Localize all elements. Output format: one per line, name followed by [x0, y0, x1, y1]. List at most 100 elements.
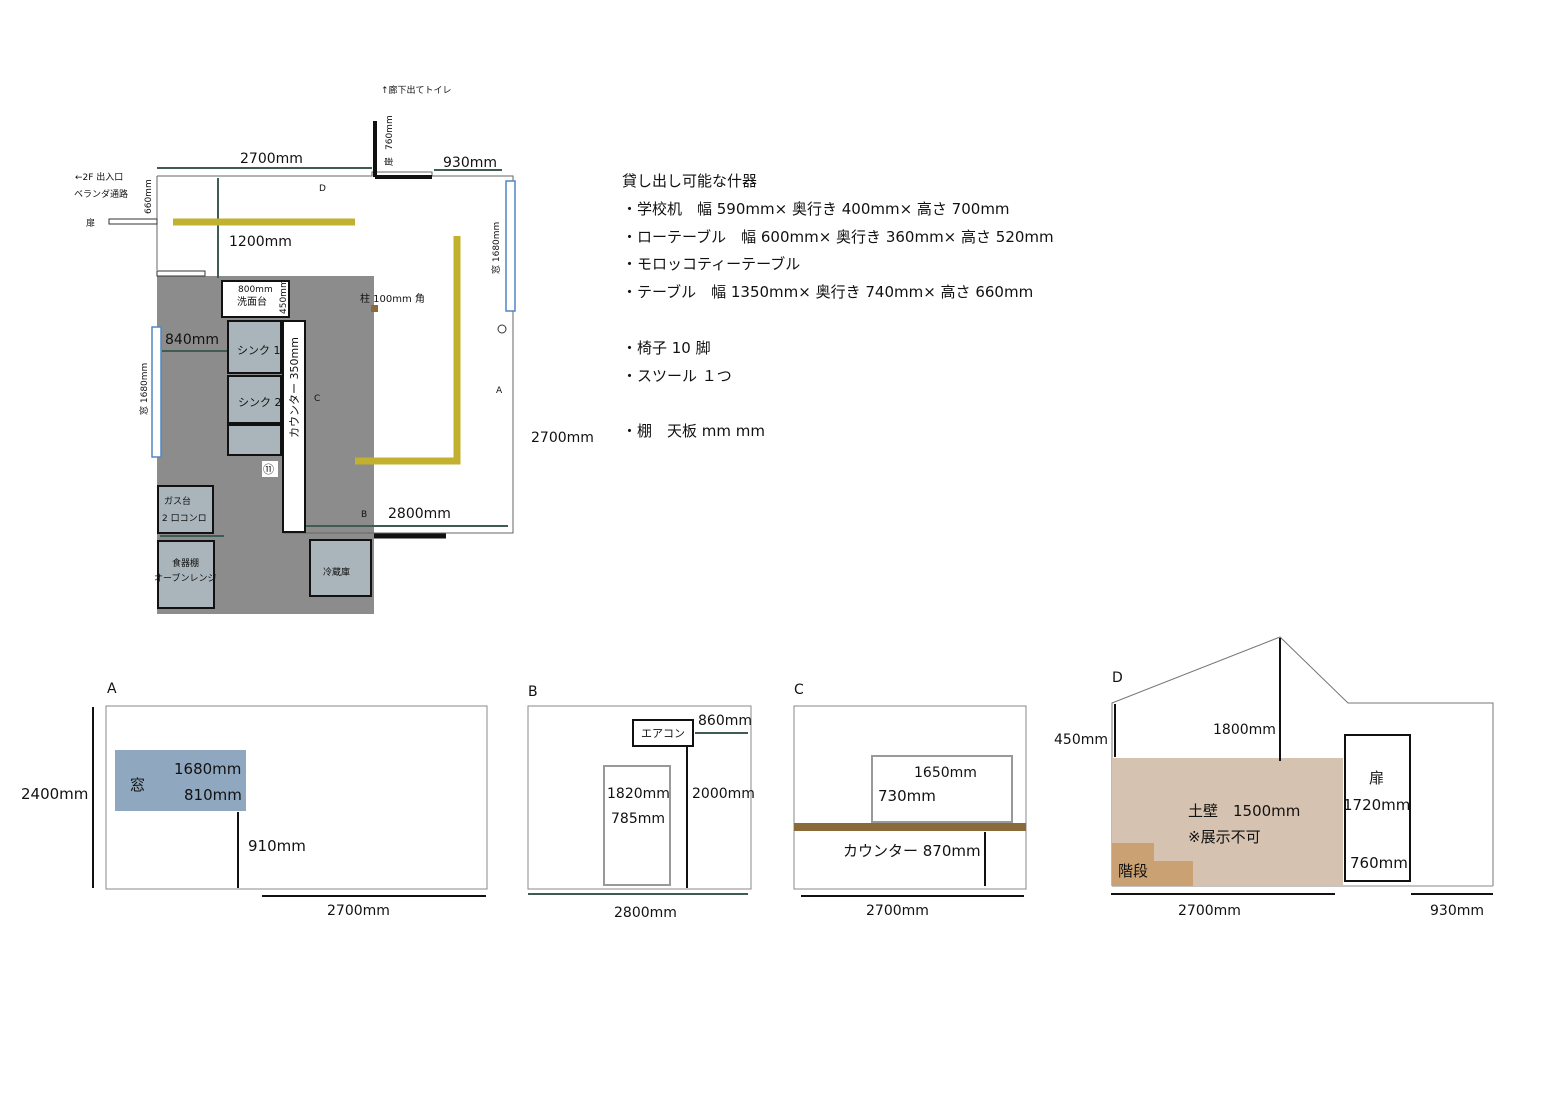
rental-item-spacer	[622, 390, 1054, 418]
door-d-label: 扉	[1369, 769, 1384, 787]
cupboard-label-2: オーブンレンジ	[154, 572, 216, 584]
right-width-d: 930mm	[1430, 903, 1484, 919]
door-swing-icon	[497, 324, 507, 334]
cupboard-label-1: 食器棚	[172, 557, 199, 569]
aircon-width: 860mm	[698, 713, 752, 729]
floor-plan: ↑廊下出てトイレ 2700mm 760mm 扉 930mm ←2F 出入口 ベラ…	[74, 84, 594, 614]
counter	[282, 320, 306, 533]
width-b: 2800mm	[614, 905, 677, 921]
left-window	[151, 326, 162, 458]
rental-list-title: 貸し出し可能な什器	[622, 172, 758, 190]
rental-item: ・学校机 幅 590mm× 奥行き 400mm× 高さ 700mm	[622, 199, 1010, 218]
hall-door-label: 扉	[383, 157, 395, 166]
entrance-door-label: 扉	[86, 217, 95, 229]
elevation-a: A 2400mm 窓 1680mm 810mm 910mm 2700mm	[21, 681, 488, 919]
gas-stove	[157, 485, 214, 534]
label-b: B	[528, 684, 538, 700]
washstand-label: 洗面台	[237, 295, 267, 308]
right-window	[505, 180, 516, 312]
panel-width: 1650mm	[914, 765, 977, 781]
top-height: 450mm	[1054, 732, 1108, 748]
ridge-height: 1800mm	[1213, 722, 1276, 738]
counter-label: カウンター 350mm	[288, 337, 301, 438]
panel-c	[871, 755, 1013, 823]
door-b-width: 785mm	[611, 811, 665, 827]
rental-item: ・ローテーブル 幅 600mm× 奥行き 360mm× 高さ 520mm	[622, 227, 1054, 246]
label-a-plan: A	[496, 386, 503, 396]
window-a-width: 1680mm	[174, 760, 241, 778]
top-right-length: 930mm	[443, 155, 497, 171]
washstand	[221, 280, 290, 318]
rental-item: ・椅子 10 脚	[622, 338, 711, 357]
sill-height-a: 910mm	[248, 837, 306, 855]
left-window-label: 窓 1680mm	[138, 363, 150, 415]
top-wall-length: 2700mm	[240, 151, 303, 167]
right-window-label: 窓 1680mm	[490, 222, 502, 274]
width-d: 2700mm	[1178, 903, 1241, 919]
entrance-door	[108, 218, 158, 225]
label-d: D	[1112, 670, 1123, 686]
label-b-plan: B	[361, 510, 367, 520]
gas-label-2: 2 口コンロ	[162, 514, 207, 524]
sink-2	[227, 375, 282, 424]
toilet-note: ↑廊下出てトイレ	[381, 84, 452, 96]
outlet	[262, 461, 278, 477]
sink-3	[227, 424, 282, 456]
fridge	[309, 539, 372, 597]
elevation-d: D 450mm 1800mm 土壁 1500mm ※展示不可 階段 扉 1720…	[1054, 636, 1494, 919]
panel-height: 730mm	[878, 787, 936, 805]
door-b	[603, 765, 671, 886]
wall-d-outline	[1111, 636, 1494, 886]
rental-item: ・モロッコティーテーブル	[622, 255, 801, 274]
aircon-height: 2000mm	[692, 786, 755, 802]
room-outline	[157, 171, 514, 534]
right-wall-length: 2700mm	[531, 430, 594, 446]
height-a: 2400mm	[21, 785, 88, 803]
counter-top-c	[794, 823, 1026, 831]
window-a	[115, 750, 246, 811]
gas-label-1: ガス台	[164, 495, 191, 507]
rental-item: ・テーブル 幅 1350mm× 奥行き 740mm× 高さ 660mm	[622, 283, 1034, 302]
elevation-b: B エアコン 860mm 1820mm 785mm 2000mm 2800mm	[527, 684, 755, 921]
kitchen-width: 840mm	[165, 332, 219, 348]
label-c-plan: C	[314, 394, 320, 404]
sink-1-label: シンク 1	[237, 344, 281, 357]
cupboard	[157, 540, 215, 609]
width-c: 2700mm	[866, 903, 929, 919]
hall-width: 760mm	[385, 115, 395, 150]
stairs	[1112, 843, 1193, 886]
sink-2-label: シンク 2	[238, 396, 282, 409]
bottom-wall-length: 2800mm	[388, 506, 451, 522]
outlet-icon: ⑪	[263, 463, 274, 476]
door-d-width: 760mm	[1350, 854, 1408, 872]
aircon	[632, 719, 694, 747]
fridge-label: 冷蔵庫	[323, 566, 350, 578]
label-c: C	[794, 682, 804, 698]
rental-item: ・スツール １つ	[622, 366, 732, 385]
counter-c: カウンター 870mm	[843, 842, 981, 860]
washstand-depth: 450mm	[279, 279, 289, 314]
washstand-size: 800mm	[238, 285, 273, 295]
rental-item-spacer	[622, 307, 1054, 335]
no-display: ※展示不可	[1188, 828, 1261, 846]
window-a-height: 810mm	[184, 786, 242, 804]
entrance-note-2: ベランダ通路	[74, 188, 128, 200]
sink-1	[227, 320, 282, 374]
entrance-note-1: ←2F 出入口	[75, 171, 123, 183]
door-b-height: 1820mm	[607, 786, 670, 802]
rental-list: 貸し出し可能な什器 ・学校机 幅 590mm× 奥行き 400mm× 高さ 70…	[622, 168, 1054, 446]
pillar-label: 柱 100mm 角	[360, 292, 425, 305]
aircon-label: エアコン	[641, 727, 685, 740]
label-d-plan: D	[319, 184, 326, 194]
label-a: A	[107, 681, 117, 697]
stairs-label: 階段	[1118, 862, 1148, 880]
door-d	[1344, 734, 1411, 882]
pillar	[371, 305, 378, 312]
rental-item: ・棚 天板 mm mm	[622, 422, 765, 441]
entrance-width: 660mm	[144, 179, 154, 214]
earth-wall-label: 土壁 1500mm	[1188, 802, 1300, 820]
shelf-right	[355, 236, 461, 465]
window-a-label: 窓	[130, 776, 145, 794]
elevation-c: C 1650mm 730mm カウンター 870mm 2700mm	[793, 682, 1027, 919]
